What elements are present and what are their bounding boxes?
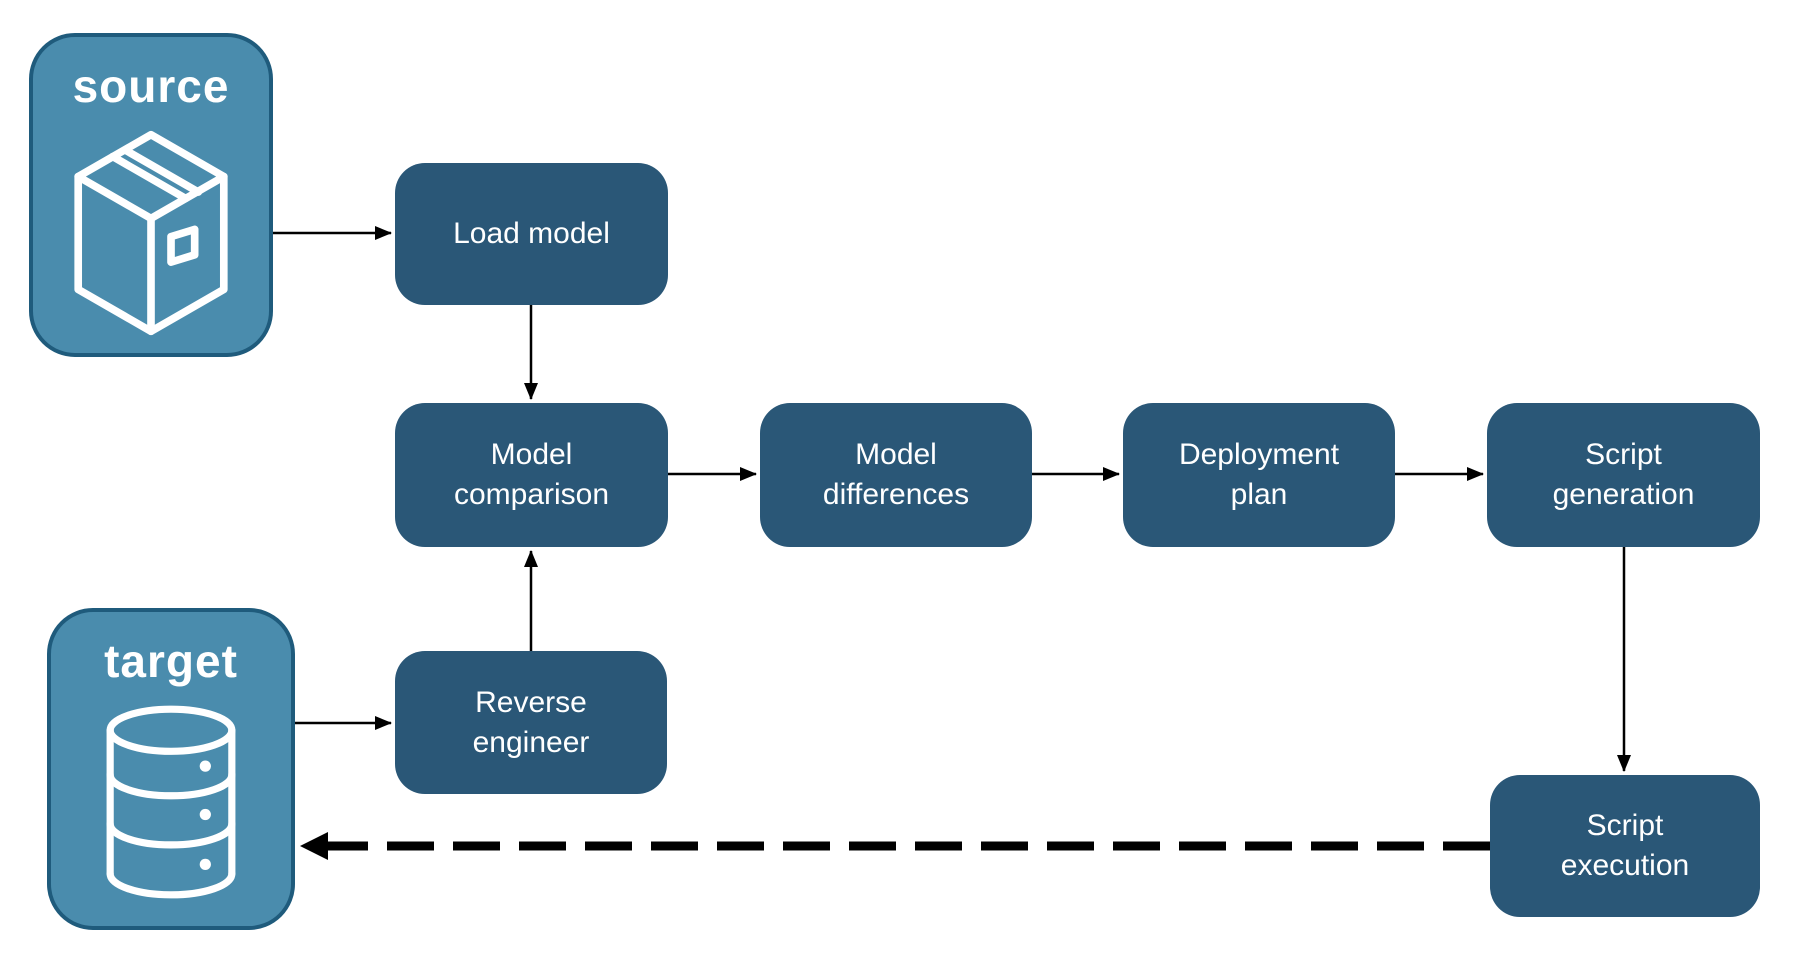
database-icon [93, 702, 249, 907]
node-model-differences: Model differences [760, 403, 1032, 547]
target-container: target [47, 608, 295, 930]
node-label: Reverse engineer [472, 685, 590, 759]
target-label: target [104, 635, 238, 687]
package-icon [60, 127, 242, 344]
node-label: Script execution [1560, 809, 1690, 882]
source-container: source [29, 33, 273, 357]
source-label: source [72, 60, 230, 112]
node-label: Model differences [822, 438, 970, 511]
node-model-comparison: Model comparison [395, 403, 668, 547]
node-script-generation: Script generation [1487, 403, 1760, 547]
node-reverse-engineer: Reverse engineer [395, 651, 667, 794]
node-load-model: Load model [395, 163, 668, 305]
node-label: Model comparison [453, 438, 610, 511]
node-script-execution: Script execution [1490, 775, 1760, 917]
node-label: Deployment plan [1178, 438, 1340, 511]
node-deployment-plan: Deployment plan [1123, 403, 1395, 547]
node-label: Load model [453, 217, 610, 250]
node-label: Script generation [1552, 438, 1695, 511]
